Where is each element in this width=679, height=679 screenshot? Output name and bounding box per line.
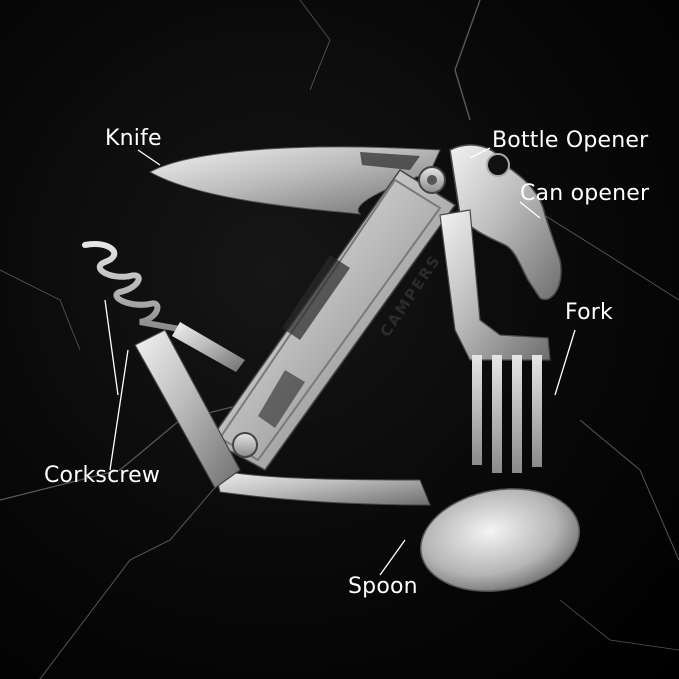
fork-tool xyxy=(439,209,551,473)
spoon-tool xyxy=(214,469,581,592)
corkscrew-label: Corkscrew xyxy=(44,463,161,488)
can-opener-label: Can opener xyxy=(520,181,650,206)
spoon-label: Spoon xyxy=(348,574,418,599)
label-leaders xyxy=(104,147,576,576)
corkscrew-arm xyxy=(134,329,241,489)
opener-head xyxy=(418,144,562,301)
bottle-opener-label: Bottle Opener xyxy=(492,128,649,153)
multitool-handle: CAMPERS xyxy=(208,168,457,471)
knife-label: Knife xyxy=(105,126,162,151)
corkscrew-tool xyxy=(82,241,245,372)
fork-label: Fork xyxy=(565,300,613,325)
